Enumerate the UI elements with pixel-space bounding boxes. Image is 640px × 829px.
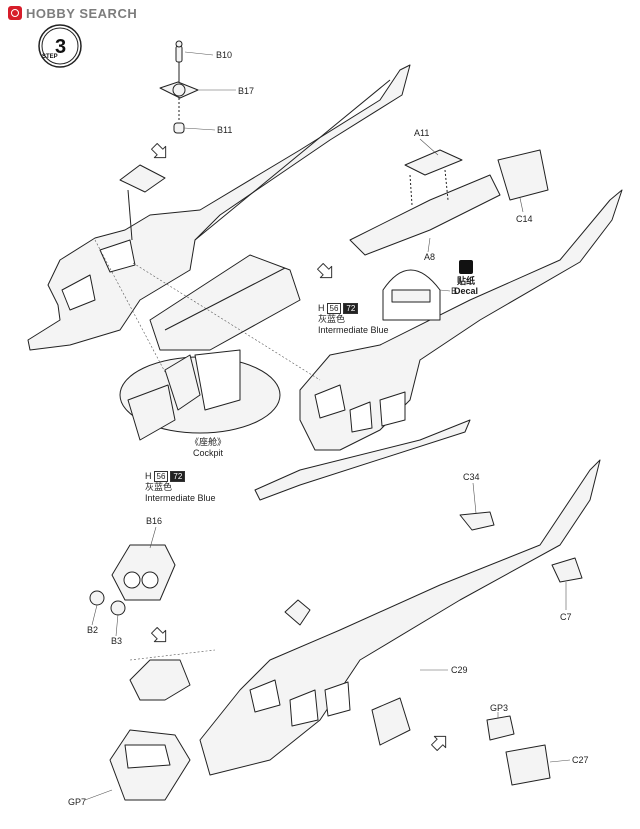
part-label-gp3: GP3 (490, 703, 509, 713)
cockpit-tub (119, 349, 281, 441)
part-label-c34: C34 (463, 472, 480, 482)
part-label-b11: B11 (217, 125, 233, 135)
paint-code: 56 (326, 303, 342, 314)
roof-assembly (349, 149, 549, 256)
fuselage-left-half (27, 64, 411, 351)
decal-en: Decal (454, 286, 479, 296)
part-label-c7: C7 (560, 612, 572, 622)
decal-detail (382, 269, 441, 321)
part-label-c29: C29 (451, 665, 468, 675)
watermark-text: HOBBY SEARCH (26, 5, 138, 21)
paint-name-en: Intermediate Blue (318, 325, 389, 335)
paint-name-en: Intermediate Blue (145, 493, 216, 503)
part-label-b3: B3 (111, 636, 123, 646)
engine-parts (89, 544, 176, 616)
paint-name-cn: 灰蓝色 (318, 314, 346, 324)
cockpit-cn: 《座舱》 (190, 437, 227, 447)
paint-code-alt: 72 (170, 471, 186, 482)
part-label-b16: B16 (146, 516, 163, 526)
part-label-b: B (451, 286, 458, 296)
part-label-a11: A11 (414, 128, 430, 138)
fuselage-right-half (254, 189, 623, 501)
cockpit-label: 《座舱》 Cockpit (190, 437, 226, 459)
loose-panels (371, 511, 583, 786)
decal-icon (459, 260, 474, 274)
rotor-hub-parts (159, 40, 199, 134)
helicopter-complete (109, 459, 601, 801)
part-label-a8: A8 (424, 252, 436, 262)
paint-code-alt: 72 (343, 303, 359, 314)
paint-prefix: H (145, 471, 152, 481)
part-label-c14: C14 (516, 214, 533, 224)
watermark: HOBBY SEARCH (8, 4, 137, 22)
paint-prefix: H (318, 303, 325, 313)
svg-text:3: 3 (55, 36, 66, 58)
decal-marker: 贴纸 Decal (454, 260, 478, 296)
hobby-search-icon (8, 6, 22, 20)
part-label-c27: C27 (572, 755, 589, 765)
floor-panel (149, 254, 301, 351)
paint-code: 56 (153, 471, 169, 482)
svg-text:STEP: STEP (42, 54, 58, 60)
decal-cn: 贴纸 (457, 276, 476, 286)
cockpit-en: Cockpit (193, 448, 224, 458)
paint-name-cn: 灰蓝色 (145, 482, 173, 492)
part-label-b17: B17 (238, 86, 255, 96)
part-label-b2: B2 (87, 625, 99, 635)
part-label-b10: B10 (216, 50, 233, 60)
part-label-gp7: GP7 (68, 797, 87, 807)
step-badge: 3 STEP (38, 24, 82, 68)
